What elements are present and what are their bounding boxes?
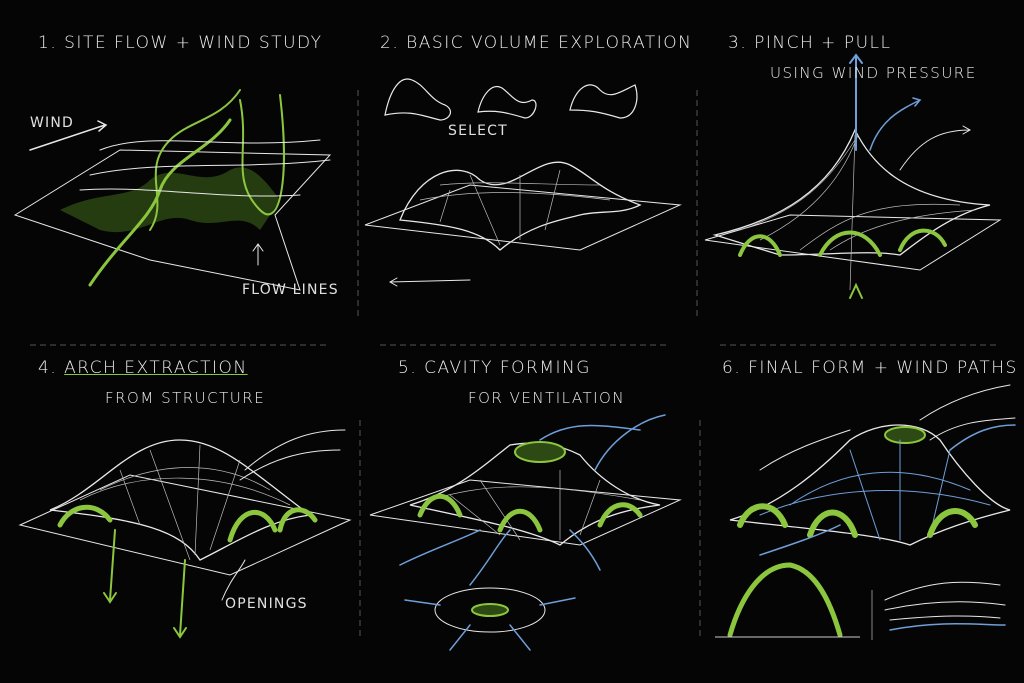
panel-4-title-text: ARCH EXTRACTION [64,358,248,378]
label-wind: WIND [30,115,75,131]
panel-3-title: 3. PINCH + PULL [728,33,891,53]
label-select: SELECT [448,123,508,139]
panel-6-number: 6. [722,358,742,378]
panel-6-title: 6. FINAL FORM + WIND PATHS [722,358,1018,378]
panel-6-title-text: FINAL FORM + WIND PATHS [748,358,1018,378]
label-flow-lines: FLOW LINES [242,282,339,298]
panel-5-title: 5. CAVITY FORMING [398,358,591,378]
panel-4-arch-drawing [18,429,352,639]
panel-dividers [30,90,1000,640]
panel-2-number: 2. [380,33,400,53]
panel-5-cavity-drawing [369,414,682,651]
panel-5-number: 5. [398,358,418,378]
panel-1-number: 1. [38,33,58,53]
panel-4-number: 4. [38,358,58,378]
panel-3-number: 3. [728,33,748,53]
panel-1-title: 1. SITE FLOW + WIND STUDY [38,33,323,53]
panel-4-title: 4. ARCH EXTRACTION [38,358,248,378]
panel-5-title-text: CAVITY FORMING [424,358,591,378]
panel-1-site-flow-drawing [13,89,332,291]
panel-2-volume-drawing [364,78,682,287]
label-openings: OPENINGS [225,596,308,612]
panel-3-pinch-drawing [704,53,1002,299]
panel-4-subtitle: FROM STRUCTURE [105,389,266,407]
panel-5-subtitle: FOR VENTILATION [468,389,626,407]
panel-3-title-text: PINCH + PULL [754,33,892,53]
panel-6-final-form-drawing [715,384,1016,640]
panel-3-subtitle: USING WIND PRESSURE [770,64,977,82]
panel-2-title-text: BASIC VOLUME EXPLORATION [406,33,693,53]
panel-2-title: 2. BASIC VOLUME EXPLORATION [380,33,692,53]
panel-1-title-text: SITE FLOW + WIND STUDY [64,33,323,53]
